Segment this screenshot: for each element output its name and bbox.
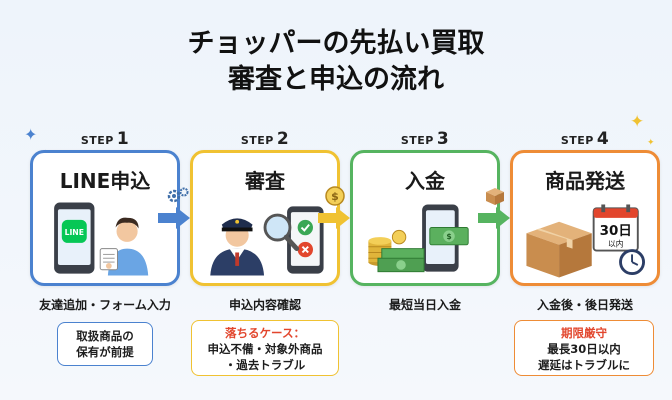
step-3-card: 入金 $ — [350, 150, 500, 286]
calendar-day-text: 30日 — [600, 223, 632, 239]
gear-icon — [167, 187, 189, 203]
step-4-note: 期限厳守 最長30日以内 遅延はトラブルに — [514, 320, 654, 376]
calendar-sub-text: 以内 — [608, 239, 623, 249]
sparkle-icon: ✦ — [24, 125, 38, 144]
cash-coins-phone-icon: $ — [368, 204, 469, 273]
step-1-title: LINE申込 — [59, 169, 151, 193]
package-icon — [486, 188, 504, 205]
step-3-title: 入金 — [405, 169, 445, 193]
arrow-right-icon — [478, 207, 510, 229]
arrow-right-icon — [318, 207, 350, 229]
step-3-caption: 最短当日入金 — [388, 298, 461, 312]
sparkle-icon: ✦ — [630, 112, 645, 132]
step-4-caption: 入金後・後日発送 — [536, 298, 633, 312]
page-title: チョッパーの先払い買取 審査と申込の流れ — [0, 26, 672, 98]
title-line-2: 審査と申込の流れ — [228, 64, 444, 95]
step-1-note: 取扱商品の 保有が前提 — [57, 322, 153, 366]
line-logo-text: LINE — [65, 228, 84, 237]
step-4-title: 商品発送 — [545, 169, 625, 193]
svg-text:$: $ — [331, 190, 339, 203]
step-4-card: 商品発送 30日 以内 — [510, 150, 660, 286]
sparkle-icon: ✦ — [647, 138, 655, 148]
coin-icon: $ — [325, 186, 345, 206]
inspector-magnifier-icon — [210, 206, 324, 276]
step-2-note: 落ちるケース： 申込不備・対象外商品 ・過去トラブル — [191, 320, 339, 376]
arrow-right-icon — [158, 207, 190, 229]
step-1-caption: 友達追加・フォーム入力 — [39, 298, 171, 312]
step-2-caption: 申込内容確認 — [228, 298, 301, 312]
box-calendar-clock-icon: 30日 以内 — [526, 204, 645, 278]
step-2-title: 審査 — [245, 169, 285, 193]
step-1-card: LINE申込 LINE — [30, 150, 180, 286]
svg-text:$: $ — [446, 232, 451, 241]
phone-line-app-icon: LINE — [54, 202, 149, 276]
title-line-1: チョッパーの先払い買取 — [187, 28, 485, 59]
